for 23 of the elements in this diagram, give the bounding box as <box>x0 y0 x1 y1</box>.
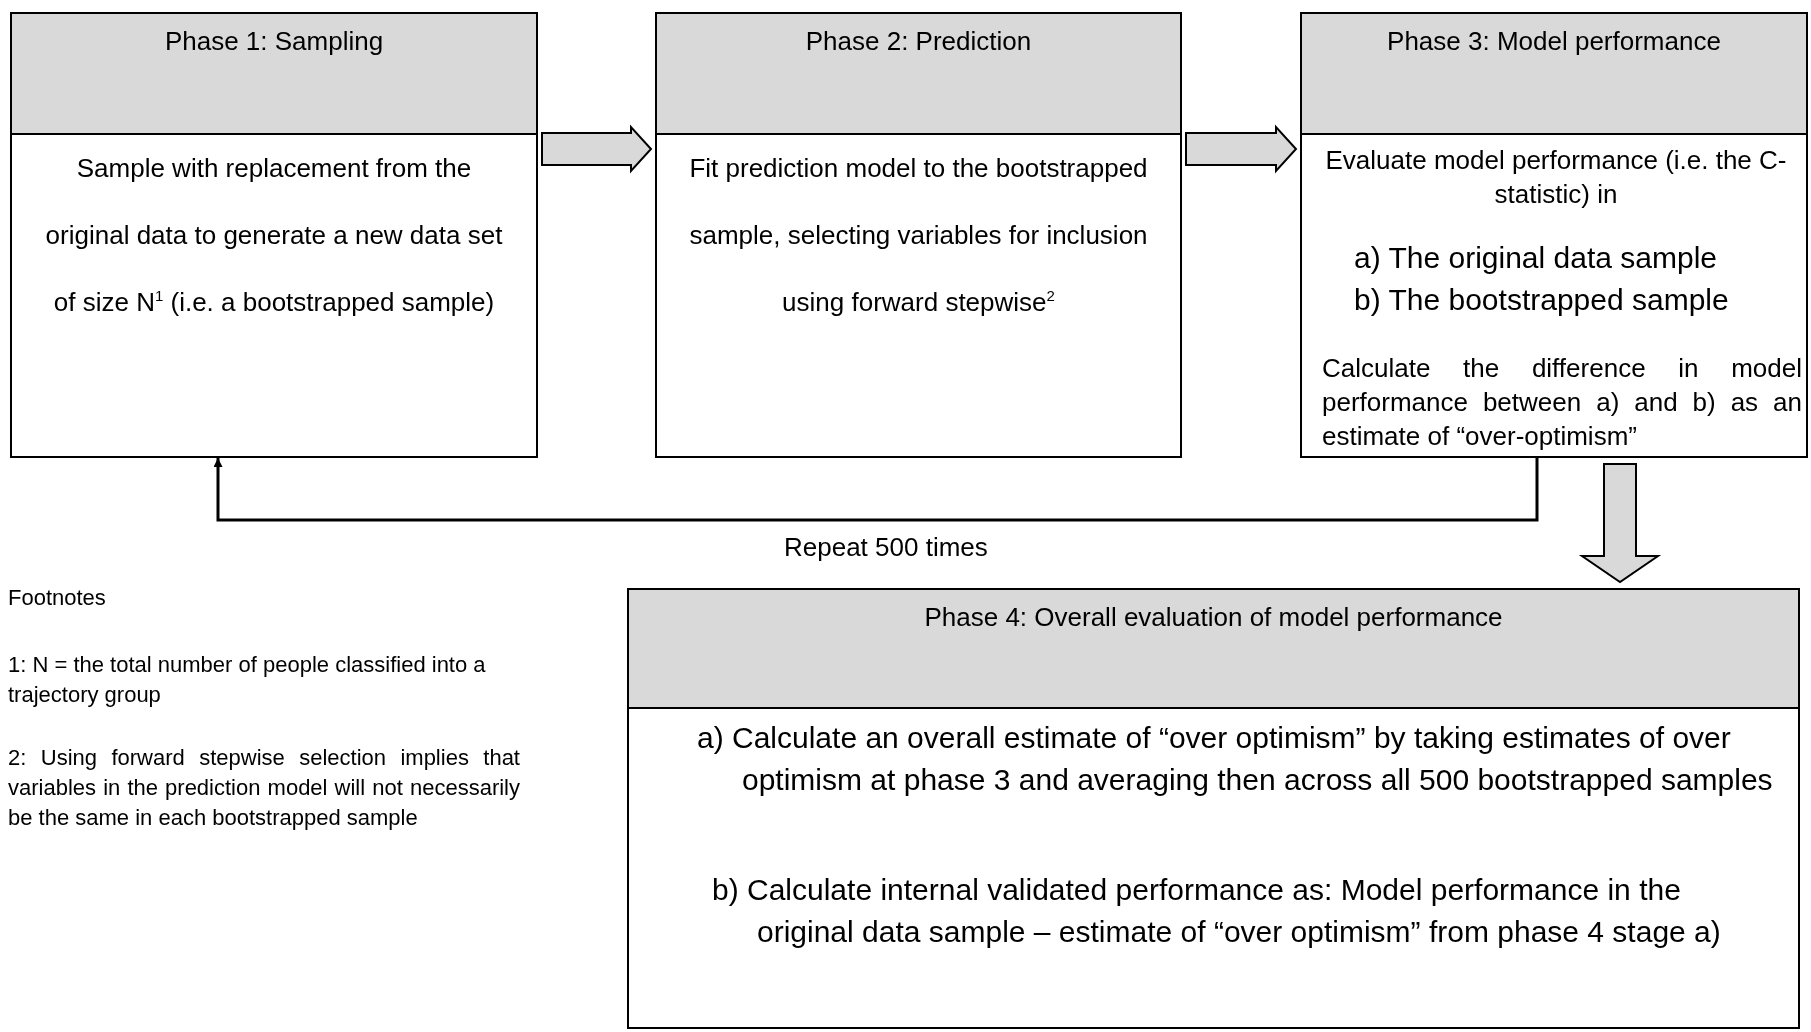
phase-description: b) The bootstrapped sample <box>1353 282 1730 318</box>
block-arrow <box>541 124 653 174</box>
footnotes-heading: Footnotes <box>8 584 107 612</box>
phase-heading: Phase 3: Model performance <box>1387 26 1721 56</box>
phase-description: Sample with replacement from the original data to generate a new data set of size N$^{1}$ (i.e. a bootstrapped sample) <box>44 152 504 319</box>
phase-description: Fit prediction model to the bootstrapped sample, selecting variables for inclusion using forward stepwise$^{2}$ <box>688 152 1149 319</box>
footnote-text: 1: N = the total number of people classified into a trajectory group <box>8 651 487 709</box>
footnote-text: 2: Using forward stepwise selection implies that variables in the prediction model will not necessarily be the same in each bootstrapped sample <box>8 744 520 832</box>
phase-heading: Phase 4: Overall evaluation of model performance <box>924 602 1503 632</box>
loop-arrow <box>213 458 1539 522</box>
block-arrow <box>1185 124 1298 174</box>
phase-description: a) Calculate an overall estimate of “over optimism” by taking estimates of over optimism at phase 3 and averaging then across all 500 bootstrapped samples <box>696 720 1774 798</box>
phase-box <box>655 12 1182 458</box>
phase-heading: Phase 2: Prediction <box>805 26 1032 56</box>
phase-description: a) The original data sample <box>1353 240 1718 276</box>
phase-box <box>10 12 538 458</box>
phase-box <box>627 588 1800 1029</box>
block-arrow <box>1578 463 1662 584</box>
phase-description: b) Calculate internal validated performance as: Model performance in the original data sample – estimate of “over optimism” from phase 4 stage a) <box>711 872 1722 950</box>
phase-box <box>1300 12 1808 458</box>
phase-heading: Phase 1: Sampling <box>164 26 384 56</box>
phase-description: Calculate the difference in model performance between a) and b) as an estimate of “over-optimism” <box>1321 352 1803 453</box>
phase-description: Evaluate model performance (i.e. the C-statistic) in <box>1324 144 1788 211</box>
